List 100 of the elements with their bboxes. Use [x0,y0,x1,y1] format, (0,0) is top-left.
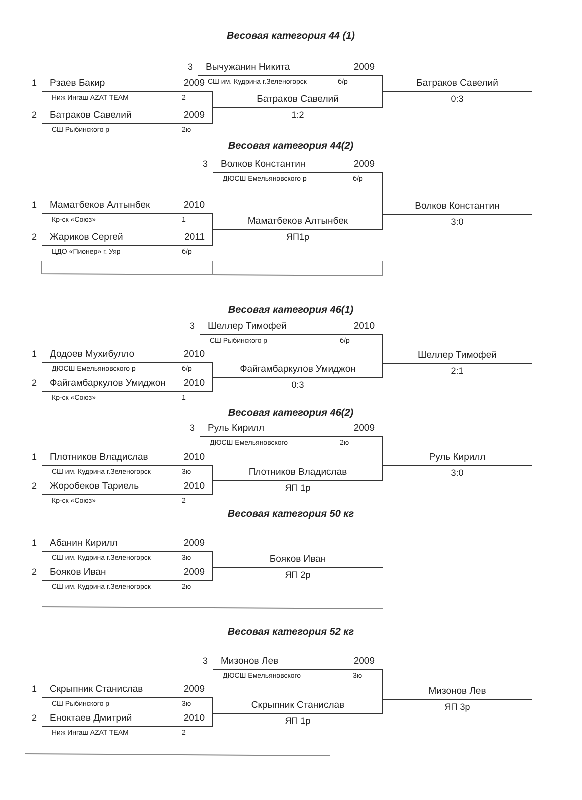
bracket-line [212,362,214,378]
winner-line [383,200,532,215]
participant-name: Руль Кирилл [208,423,265,435]
seed-number: 1 [32,452,38,462]
winner-name: Файгамбаркулов Умиджон [240,364,356,376]
bracket-slot [42,451,213,466]
bracket-line [212,480,214,494]
winner-line [383,685,532,700]
seed-number: 3 [190,423,196,433]
birth-year: 2009 [184,567,205,579]
match-score: ЯП 2р [284,570,312,580]
seed-number: 1 [32,78,38,88]
bracket-slot [213,655,383,670]
participant-name: Еноктаев Дмитрий [50,713,132,725]
winner-name: Мизонов Лев [428,686,486,698]
winner-line [213,363,383,378]
participant-name: Абанин Кирилл [50,538,118,550]
winner-name: Скрыпник Станислав [251,700,345,712]
seed-number: 1 [32,200,38,210]
bracket-slot [42,566,213,581]
match-score: 0:3 [450,94,465,104]
bracket-slot [200,422,383,437]
birth-year: 2010 [184,452,205,464]
winner-name: Маматбеков Алтынбек [248,216,348,228]
seed-number: 2 [32,110,38,120]
bracket-line [382,698,384,714]
seed-number: 1 [32,684,38,694]
bracket-line [382,90,384,108]
winner-line [383,77,532,92]
winner-line [383,349,532,364]
seed-number: 1 [32,538,38,548]
birth-year: 2009 [184,78,205,90]
bracket-slot [42,109,213,124]
match-score: 0:3 [290,380,306,390]
seed-number: 3 [203,656,208,666]
bracket-line [212,464,214,480]
bracket-line [382,334,384,364]
bracket-slot [42,231,213,246]
participant-name: Вычужанин Никита [206,62,290,74]
seed-number: 2 [32,481,38,491]
bracket-line [212,566,214,580]
match-score: ЯП 3р [444,702,472,712]
birth-year: 2009 [184,538,205,550]
birth-year: 2010 [184,378,205,390]
birth-year: 2010 [184,481,205,493]
participant-name: Бояков Иван [50,567,106,579]
bracket-line [382,668,384,700]
participant-name: Мизонов Лев [221,656,279,668]
bracket-line [212,90,214,108]
seed-number: 3 [203,159,208,169]
seed-number: 2 [32,567,38,577]
seed-number: 2 [32,232,38,242]
birth-year: 2009 [354,423,375,435]
participant-name: Шеллер Тимофей [208,321,287,333]
winner-name: Волков Константин [415,201,500,213]
match-score: ЯП 1р [284,716,312,726]
winner-line [213,215,383,230]
category-heading: Весовая категория 46(2) [228,408,354,419]
participant-name: Жариков Сергей [50,232,124,244]
category-heading: Весовая категория 44(2) [228,141,354,152]
match-score: ЯП1р [286,232,310,242]
winner-line [213,699,383,714]
bracket-slot [213,158,383,173]
match-score: 2:1 [450,366,465,376]
seed-number: 1 [32,349,38,359]
bracket-slot [42,537,213,552]
participant-name: Скрыпник Станислав [50,684,144,696]
category-heading: Весовая категория 52 кг [228,627,354,638]
winner-line [383,451,532,466]
participant-name: Маматбеков Алтынбек [50,200,150,212]
winner-line [213,553,383,568]
bracket-line [212,712,214,726]
seed-number: 2 [32,378,38,388]
participant-name: Батраков Савелий [50,110,132,122]
match-score: 1:2 [290,110,306,120]
birth-year: 2009 [354,159,375,171]
seed-number: 3 [190,321,196,331]
bracket-line [382,172,384,214]
winner-name: Бояков Иван [270,554,326,566]
bracket-line [212,212,214,230]
bracket-line [382,214,384,230]
birth-year: 2010 [184,349,205,361]
bracket-slot [42,683,213,698]
participant-name: Рзаев Бакир [50,78,106,90]
winner-line [213,93,383,108]
category-heading: Весовая категория 50 кг [228,509,354,520]
seed-number: 2 [32,713,38,723]
bracket-line [382,464,384,480]
bracket-slot [200,320,383,335]
participant-name: Жоробеков Тариель [50,481,140,493]
bracket-line [212,228,214,246]
birth-year: 2009 [184,684,205,696]
bracket-line [382,436,384,466]
bracket-slot [42,377,213,392]
bracket-slot [198,61,383,76]
bracket-slot [42,712,213,727]
bracket-line [212,376,214,392]
bracket-line [212,106,214,124]
birth-year: 2010 [184,713,205,725]
winner-name: Батраков Савелий [416,78,498,90]
